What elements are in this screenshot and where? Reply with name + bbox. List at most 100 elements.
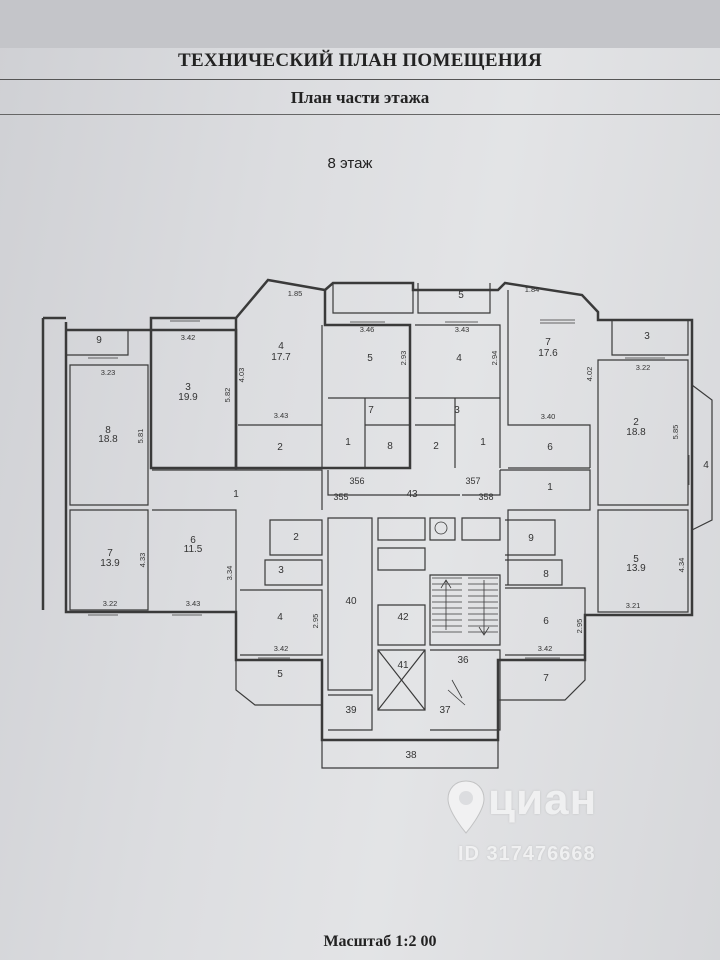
room-number: 1 <box>480 437 486 448</box>
room-number: 41 <box>397 660 409 671</box>
room-number: 9 <box>528 533 534 544</box>
dimension-label: 3.43 <box>274 411 289 420</box>
dimension-label: 4.02 <box>585 367 594 382</box>
dimension-label: 3.34 <box>225 566 234 581</box>
dimension-label: 2.93 <box>399 351 408 366</box>
room-area-labels: 18.8 13.9 11.5 19.9 17.7 17.6 18.8 13.9 <box>98 348 646 574</box>
room-number: 7 <box>368 405 374 416</box>
dimension-label: 3.43 <box>186 599 201 608</box>
dimension-label: 5.81 <box>136 429 145 444</box>
room-number: 6 <box>543 616 549 627</box>
room-number: 5 <box>633 554 639 565</box>
location-pin-icon <box>447 780 485 834</box>
room-area: 11.5 <box>184 544 203 555</box>
room-number: 2 <box>433 441 439 452</box>
room-number: 8 <box>387 441 393 452</box>
watermark-listing-id: ID 317476668 <box>458 843 596 865</box>
room-number: 7 <box>107 548 113 559</box>
room-area: 18.8 <box>626 427 646 438</box>
room-number: 3 <box>644 331 650 342</box>
room-number: 9 <box>96 335 102 346</box>
room-number: 7 <box>543 673 549 684</box>
plan-labels: 9 8 7 6 3 4 5 4 5 7 3 2 5 1 7 8 2 1 3 2 <box>96 285 709 761</box>
room-number: 7 <box>545 337 551 348</box>
document-subtitle: План части этажа <box>290 88 430 107</box>
room-number: 43 <box>406 489 418 500</box>
room-number: 5 <box>458 290 464 301</box>
room-number: 38 <box>405 750 417 761</box>
room-number: 3 <box>278 565 284 576</box>
room-number: 42 <box>397 612 409 623</box>
room-area: 18.8 <box>98 434 118 445</box>
dimension-label: 3.42 <box>181 333 196 342</box>
room-number: 3 <box>185 382 191 393</box>
floor-label: 8 этаж <box>327 155 373 172</box>
room-number: 2 <box>293 532 299 543</box>
room-area: 17.6 <box>538 348 558 359</box>
room-number: 36 <box>457 655 469 666</box>
room-number: 3 <box>454 405 460 416</box>
room-area: 13.9 <box>626 563 646 574</box>
balconies <box>65 283 713 769</box>
dimension-label: 2.95 <box>575 619 584 634</box>
dimension-label: 3.42 <box>538 644 553 653</box>
title-divider <box>0 79 720 80</box>
room-number: 8 <box>543 569 549 580</box>
document-title: ТЕХНИЧЕСКИЙ ПЛАН ПОМЕЩЕНИЯ <box>177 50 542 71</box>
room-number: 6 <box>547 442 553 453</box>
dimension-labels: 1.85 3.42 4.03 5.82 3.43 3.46 2.93 3.43 … <box>101 285 686 653</box>
dimension-label: 3.22 <box>636 363 651 372</box>
room-number: 1 <box>345 437 351 448</box>
room-number: 1 <box>233 489 239 500</box>
room-number: 4 <box>703 460 709 471</box>
staircase <box>432 521 498 706</box>
room-number: 39 <box>345 705 357 716</box>
room-number: 40 <box>345 596 357 607</box>
dimension-label: 2.95 <box>311 614 320 629</box>
dimension-label: 3.43 <box>455 325 470 334</box>
room-number: 8 <box>105 425 111 436</box>
scan-top-shadow <box>0 0 720 48</box>
dimension-label: 3.40 <box>541 412 556 421</box>
outer-walls <box>41 278 694 742</box>
dimension-label: 5.85 <box>671 425 680 440</box>
dimension-label: 1.85 <box>288 289 303 298</box>
dimension-label: 3.46 <box>360 325 375 334</box>
room-area: 17.7 <box>271 352 291 363</box>
dimension-label: 2.94 <box>490 351 499 366</box>
room-number: 356 <box>349 476 364 486</box>
subtitle-divider <box>0 114 720 115</box>
dimension-label: 4.33 <box>138 553 147 568</box>
room-number: 4 <box>456 353 462 364</box>
room-number: 355 <box>333 492 348 502</box>
dimension-label: 3.42 <box>274 644 289 653</box>
room-area: 19.9 <box>178 392 198 403</box>
dimension-label: 3.23 <box>101 368 116 377</box>
scale-label: Масштаб 1:2 00 <box>323 933 437 950</box>
room-number-labels: 9 8 7 6 3 4 5 4 5 7 3 2 5 1 7 8 2 1 3 2 <box>96 290 709 761</box>
dimension-label: 5.82 <box>223 388 232 403</box>
room-number: 357 <box>465 476 480 486</box>
room-number: 5 <box>367 353 373 364</box>
watermark: циан ID 317476668 <box>428 775 648 875</box>
room-number: 4 <box>277 612 283 623</box>
room-area: 13.9 <box>100 558 120 569</box>
room-number: 37 <box>439 705 451 716</box>
dimension-label: 1.84 <box>525 285 540 294</box>
watermark-brand: циан <box>488 775 598 824</box>
room-number: 5 <box>277 669 283 680</box>
interior-walls <box>69 290 689 731</box>
dimension-label: 4.03 <box>237 368 246 383</box>
room-number: 6 <box>190 535 196 546</box>
room-number: 358 <box>478 492 493 502</box>
dimension-label: 4.34 <box>677 558 686 573</box>
room-number: 4 <box>278 341 284 352</box>
dimension-label: 3.22 <box>103 599 118 608</box>
room-number: 2 <box>277 442 283 453</box>
windows <box>88 317 693 731</box>
room-number: 1 <box>547 482 553 493</box>
room-number: 2 <box>633 417 639 428</box>
dimension-label: 3.21 <box>626 601 641 610</box>
